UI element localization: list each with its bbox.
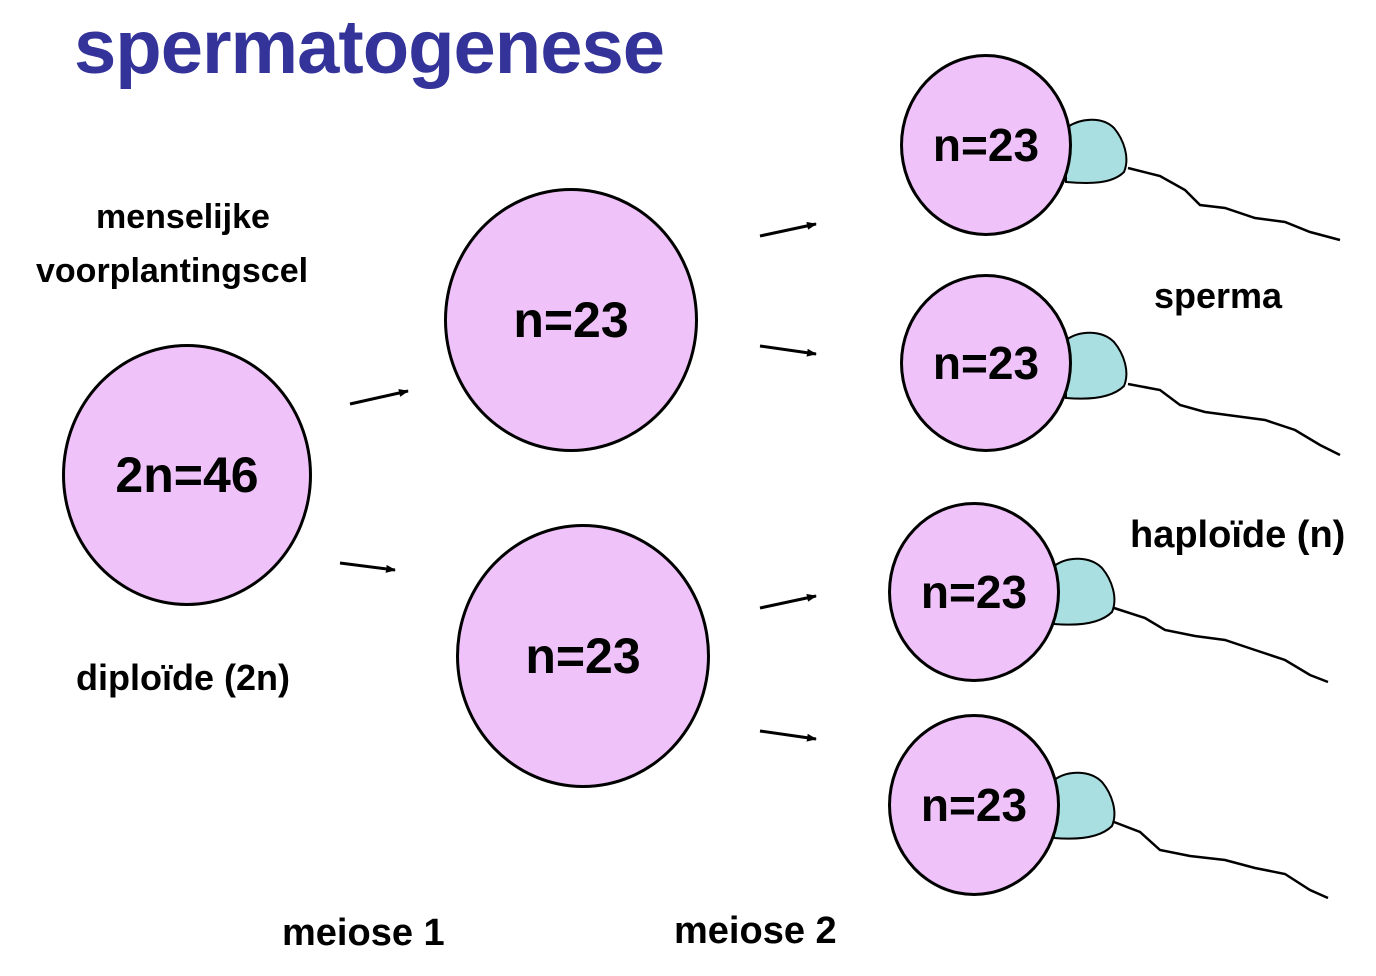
meiosis1-cell-bottom-label: n=23	[525, 628, 641, 684]
sperm-3-tail	[1113, 606, 1329, 684]
arrow-top-to-sperm1	[759, 221, 817, 238]
human-cell-label-line2: voorplantingscel	[36, 252, 309, 290]
meiosis1-cell-bottom: n=23	[456, 524, 710, 788]
sperm-cell-3: n=23	[888, 502, 1060, 682]
haploid-label: haploïde (n)	[1130, 514, 1346, 556]
arrow-parent-to-bottom	[339, 561, 396, 573]
sperm-cell-3-label: n=23	[920, 566, 1028, 618]
sperm-3-head	[1053, 557, 1116, 626]
page-title: spermatogenese	[74, 5, 665, 90]
meiosis-1-label: meiose 1	[282, 912, 445, 954]
parent-cell: 2n=46	[62, 344, 312, 606]
sperm-cell-2: n=23	[900, 274, 1072, 452]
parent-cell-label: 2n=46	[115, 447, 259, 503]
sperm-cell-1-label: n=23	[932, 119, 1040, 171]
meiosis-2-label: meiose 2	[674, 910, 837, 952]
arrow-parent-to-top	[349, 389, 409, 406]
sperm-label: sperma	[1154, 275, 1283, 316]
human-cell-label-line1: menselijke	[96, 198, 270, 236]
sperm-4-head	[1053, 771, 1116, 840]
meiosis1-cell-top-label: n=23	[513, 292, 629, 348]
sperm-cell-2-label: n=23	[932, 337, 1040, 389]
sperm-cell-4-label: n=23	[920, 779, 1028, 831]
sperm-1-head	[1065, 118, 1128, 184]
sperm-4-tail	[1113, 820, 1329, 900]
meiosis1-cell-top: n=23	[444, 188, 698, 452]
arrow-bottom-to-sperm3	[759, 593, 817, 610]
sperm-1-tail	[1127, 166, 1341, 242]
arrow-bottom-to-sperm4	[759, 729, 817, 742]
sperm-cell-1: n=23	[900, 54, 1072, 236]
sperm-cell-4: n=23	[888, 714, 1060, 896]
diploid-label: diploïde (2n)	[76, 657, 290, 698]
sperm-2-tail	[1127, 382, 1341, 457]
arrow-top-to-sperm2	[759, 344, 817, 357]
sperm-2-head	[1065, 331, 1128, 400]
